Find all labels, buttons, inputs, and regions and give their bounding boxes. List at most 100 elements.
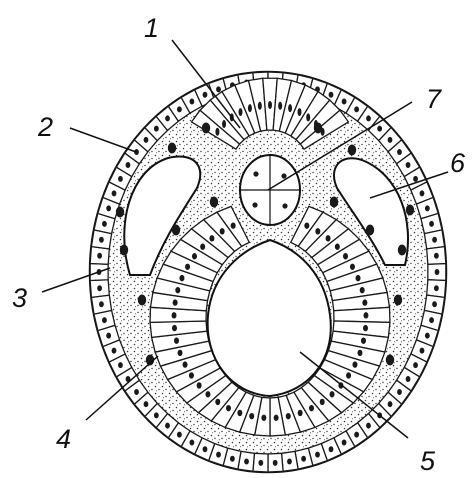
neural-plate-nucleus [288, 104, 292, 112]
ectoderm-nucleus [165, 115, 170, 121]
label-5: 5 [420, 446, 436, 476]
mesoderm-nucleus [394, 295, 402, 306]
ectoderm-nucleus [126, 162, 131, 168]
notochord [240, 155, 300, 225]
gut-wall-nucleus [274, 415, 279, 421]
ectoderm-nucleus [366, 423, 371, 429]
neural-plate-nucleus [222, 120, 226, 128]
ectoderm-nucleus [429, 221, 434, 227]
ectoderm-nucleus [287, 458, 292, 464]
gut-wall-nucleus [189, 372, 194, 378]
gut-wall-nucleus [350, 264, 355, 270]
label-7: 7 [426, 84, 442, 114]
gut-wall-nucleus [178, 350, 183, 356]
ectoderm-nucleus [190, 98, 195, 104]
label-6: 6 [450, 148, 466, 178]
gut-wall-nucleus [172, 325, 177, 331]
ectoderm-nucleus [413, 362, 418, 368]
ectoderm-nucleus [301, 456, 306, 462]
gut-wall-nucleus [360, 287, 365, 293]
ectoderm-nucleus [406, 376, 411, 382]
gut-wall-nucleus [361, 337, 366, 343]
ectoderm-nucleus [435, 269, 440, 275]
gut-wall-nucleus [357, 350, 362, 356]
ectoderm-nucleus [97, 253, 102, 259]
neural-plate-nucleus [238, 108, 242, 116]
gut-wall-nucleus [346, 372, 351, 378]
gut-wall-nucleus [173, 299, 178, 305]
gut-wall-nucleus [197, 382, 202, 388]
ectoderm-nucleus [112, 190, 117, 196]
mesoderm-nucleus [138, 295, 146, 306]
ectoderm-nucleus [342, 98, 347, 104]
ectoderm-nucleus [434, 253, 439, 259]
gut-wall-nucleus [343, 253, 348, 259]
mesoderm-nucleus [366, 225, 374, 236]
ectoderm-nucleus [354, 106, 359, 112]
ectoderm-nucleus [99, 237, 104, 243]
gut-wall-nucleus [249, 413, 254, 419]
ectoderm-nucleus [273, 460, 278, 466]
ectoderm-nucleus [342, 440, 347, 446]
ectoderm-nucleus [106, 333, 111, 339]
neural-plate-nucleus [248, 104, 252, 112]
mesoderm-nucleus [202, 123, 210, 134]
ectoderm-nucleus [154, 412, 159, 418]
ectoderm-nucleus [354, 432, 359, 438]
gut-wall-nucleus [261, 415, 266, 421]
neural-plate-nucleus [268, 101, 272, 109]
ectoderm-nucleus [106, 205, 111, 211]
mesoderm-nucleus [386, 355, 394, 366]
ectoderm-nucleus [397, 149, 402, 155]
label-4: 4 [56, 424, 71, 454]
ectoderm-nucleus [118, 362, 123, 368]
neural-plate-nucleus [215, 128, 219, 136]
ectoderm-nucleus [134, 389, 139, 395]
ectoderm-nucleus [244, 458, 249, 464]
gut-wall-nucleus [172, 312, 177, 318]
mesoderm-nucleus [330, 197, 338, 208]
ectoderm-nucleus [177, 432, 182, 438]
ectoderm-nucleus [429, 317, 434, 323]
gut-wall-nucleus [183, 361, 188, 367]
ectoderm-nucleus [102, 317, 107, 323]
gut-wall-nucleus [209, 235, 214, 241]
ectoderm-nucleus [216, 452, 221, 458]
ectoderm-nucleus [258, 460, 263, 466]
ectoderm-nucleus [144, 401, 149, 407]
ectoderm-nucleus [425, 333, 430, 339]
gut-wall-nucleus [286, 413, 291, 419]
ectoderm-nucleus [406, 162, 411, 168]
gut-wall-nucleus [309, 405, 314, 411]
gut-wall-nucleus [185, 264, 190, 270]
label-3: 3 [12, 283, 27, 313]
gut-wall-nucleus [298, 410, 303, 416]
gut-wall-nucleus [237, 410, 242, 416]
ectoderm-nucleus [432, 237, 437, 243]
gut-wall-nucleus [205, 391, 210, 397]
ectoderm-nucleus [329, 446, 334, 452]
ectoderm-nucleus [315, 452, 320, 458]
ectoderm-nucleus [144, 137, 149, 143]
label-2: 2 [37, 112, 53, 142]
gut-wall-nucleus [304, 222, 309, 228]
gut-wall-nucleus [226, 405, 231, 411]
ectoderm-nucleus [165, 423, 170, 429]
ectoderm-nucleus [434, 285, 439, 291]
mesoderm-nucleus [406, 205, 414, 216]
gut-wall-nucleus [192, 253, 197, 259]
gut-wall-nucleus [330, 391, 335, 397]
ectoderm-nucleus [388, 401, 393, 407]
ectoderm-nucleus [329, 92, 334, 98]
ectoderm-nucleus [190, 440, 195, 446]
ectoderm-nucleus [397, 389, 402, 395]
ectoderm-nucleus [97, 285, 102, 291]
mesoderm-nucleus [168, 143, 176, 154]
ectoderm-nucleus [102, 221, 107, 227]
gut-wall-nucleus [220, 228, 225, 234]
gut-wall-nucleus [175, 287, 180, 293]
gut-wall-nucleus [352, 361, 357, 367]
gut-wall-nucleus [200, 244, 205, 250]
ectoderm-nucleus [425, 205, 430, 211]
